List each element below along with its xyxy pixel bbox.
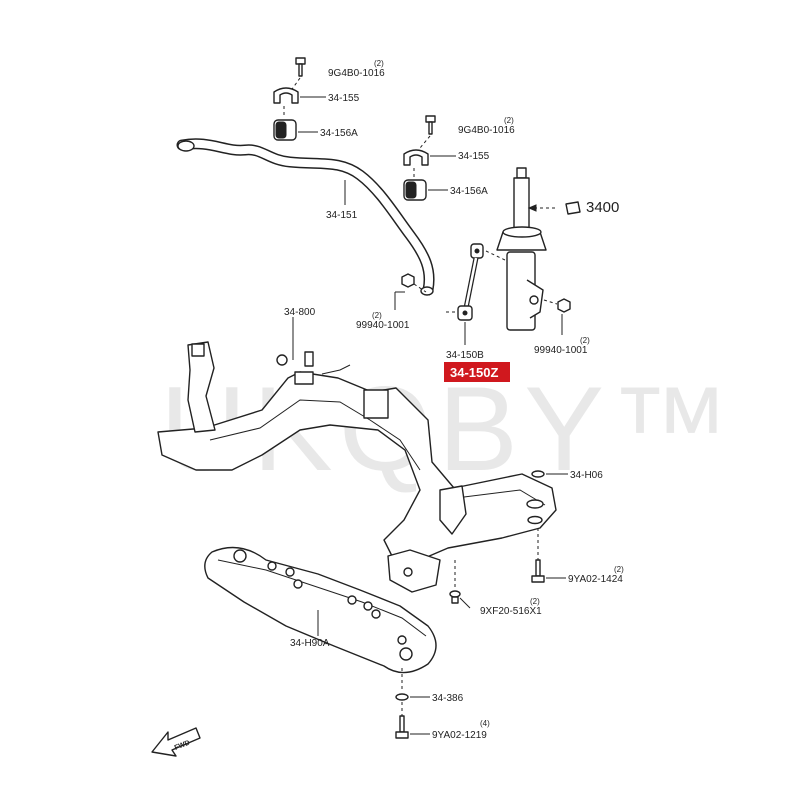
bolt-1219 bbox=[395, 702, 430, 739]
label-34-155-a: 34-155 bbox=[328, 93, 360, 104]
label-34-155-b: 34-155 bbox=[458, 151, 490, 162]
qty-9ya02-1219: (4) bbox=[480, 719, 490, 728]
nut-left bbox=[394, 273, 427, 310]
label-34-150b: 34-150B bbox=[446, 350, 484, 361]
bolt-1424 bbox=[531, 528, 566, 583]
label-34-h90a: 34-H90A bbox=[290, 638, 330, 649]
qty-9g4b0-1016-b: (2) bbox=[504, 116, 514, 125]
bushing-top-center bbox=[403, 168, 448, 201]
fwd-arrow-icon: FWD bbox=[151, 727, 201, 757]
bracket-top-center bbox=[403, 149, 456, 166]
label-34-151: 34-151 bbox=[326, 210, 358, 221]
nut-right bbox=[543, 298, 571, 335]
label-9g4b0-1016-a: 9G4B0-1016 bbox=[328, 68, 385, 79]
stabilizer-bar bbox=[176, 138, 435, 296]
label-9ya02-1424: 9YA02-1424 bbox=[568, 574, 623, 585]
qty-9ya02-1424: (2) bbox=[614, 565, 624, 574]
qty-99940-1001-a: (2) bbox=[372, 311, 382, 320]
shock-absorber bbox=[496, 167, 581, 331]
highlight-label: 34-150Z bbox=[450, 365, 498, 380]
label-9ya02-1219: 9YA02-1219 bbox=[432, 730, 487, 741]
bolt-516x1 bbox=[449, 560, 471, 609]
stabilizer-link bbox=[446, 243, 506, 345]
qty-99940-1001-b: (2) bbox=[580, 336, 590, 345]
label-9g4b0-1016-b: 9G4B0-1016 bbox=[458, 125, 515, 136]
label-34-800: 34-800 bbox=[284, 307, 316, 318]
bolt-top-center bbox=[419, 115, 436, 149]
label-34-156a-b: 34-156A bbox=[450, 186, 488, 197]
qty-9xf20-516x1: (2) bbox=[530, 597, 540, 606]
highlight-box bbox=[444, 362, 510, 382]
subframe-plate bbox=[204, 546, 437, 674]
label-34-h06: 34-H06 bbox=[570, 470, 603, 481]
bracket-top-left bbox=[273, 87, 326, 104]
label-99940-1001-b: 99940-1001 bbox=[534, 345, 588, 356]
bolt-top-left bbox=[289, 57, 306, 93]
label-34-386: 34-386 bbox=[432, 693, 464, 704]
label-99940-1001-a: 99940-1001 bbox=[356, 320, 410, 331]
washer-h06 bbox=[531, 470, 568, 478]
label-9xf20-516x1: 9XF20-516X1 bbox=[480, 606, 542, 617]
label-3400: 3400 bbox=[586, 199, 619, 216]
crossmember bbox=[157, 317, 557, 593]
qty-9g4b0-1016-a: (2) bbox=[374, 59, 384, 68]
bushing-top-left bbox=[273, 106, 318, 141]
washer-386 bbox=[395, 668, 430, 701]
label-34-156a-a: 34-156A bbox=[320, 128, 358, 139]
